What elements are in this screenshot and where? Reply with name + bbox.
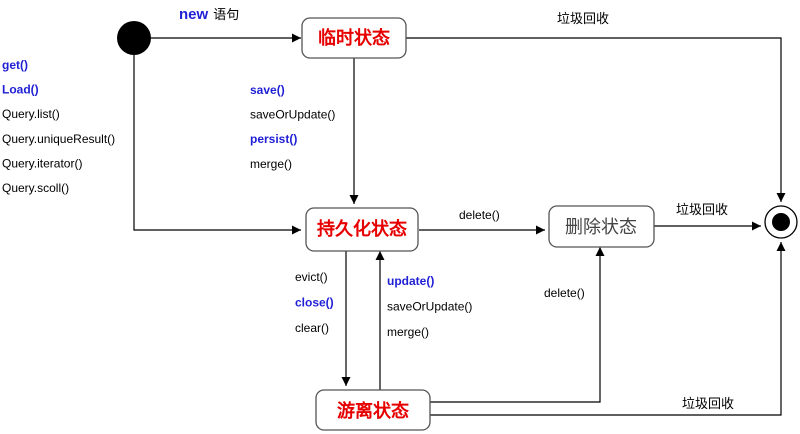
save-methods-list: save() saveOrUpdate() persist() merge() [250,83,335,171]
state-removed-label: 删除状态 [565,217,637,238]
method-label: Query.scoll() [2,181,69,195]
end-node [764,205,798,239]
method-label: persist() [250,132,297,146]
method-label: update() [387,274,434,288]
method-label: Query.iterator() [2,156,82,170]
delete-label-detached: delete() [544,286,585,300]
arrow-detached-to-end [430,242,786,416]
method-label: saveOrUpdate() [387,300,472,314]
gc-label-detached: 垃圾回收 [682,397,734,412]
reattach-methods-list: update() saveOrUpdate() merge() [387,274,472,339]
load-methods-list: get() Load() Query.list() Query.uniqueResul… [2,58,115,195]
delete-label-persistent: delete() [459,208,500,222]
method-label: Load() [2,83,39,97]
gc-label-removed: 垃圾回收 [676,203,728,218]
arrow-start-to-persistent [133,55,301,235]
state-detached-label: 游离状态 [337,400,409,422]
method-label: merge() [387,325,429,339]
method-label: merge() [250,157,292,171]
state-removed: 删除状态 [548,205,655,248]
method-label: close() [295,296,334,310]
method-label: Query.uniqueResult() [2,132,115,146]
method-label: clear() [295,321,329,335]
method-label: saveOrUpdate() [250,108,335,122]
state-persistent-label: 持久化状态 [317,218,407,240]
detach-methods-list: evict() close() clear() [295,270,334,335]
method-label: evict() [295,270,328,284]
state-persistent: 持久化状态 [305,207,419,252]
start-node [117,21,151,55]
new-statement-label: new 语句 [179,6,239,23]
state-transient-label: 临时状态 [318,27,390,49]
method-label: Query.list() [2,107,60,121]
state-detached: 游离状态 [315,389,431,431]
method-label: save() [250,83,285,97]
state-transient: 临时状态 [301,17,407,59]
method-label: get() [2,58,28,72]
arrow-transient-to-end [406,37,786,202]
gc-label-transient: 垃圾回收 [557,12,609,27]
arrow-detached-to-removed [430,247,605,403]
new-statement-text: 语句 [213,8,239,23]
new-keyword: new [179,6,209,23]
